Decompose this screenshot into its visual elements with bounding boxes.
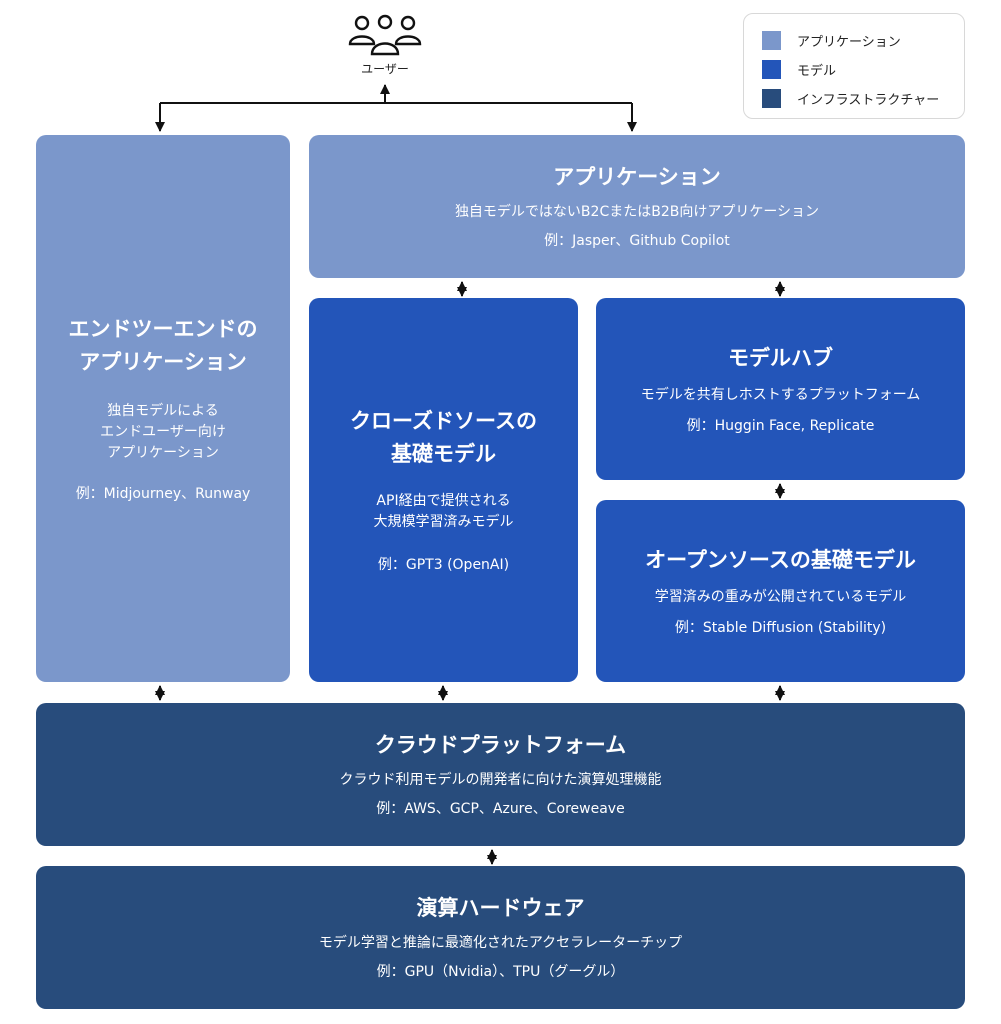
legend-label-application: アプリケーション <box>797 34 901 50</box>
box-title: 演算ハードウェア <box>416 896 585 920</box>
box-description: 独自モデルではないB2CまたはB2B向けアプリケーション <box>454 204 820 220</box>
legend-swatch-model <box>762 59 781 79</box>
box-example: 例：Stable Diffusion (Stability) <box>674 619 887 636</box>
legend-item-infrastructure: インフラストラクチャー <box>762 88 939 108</box>
legend-label-model: モデル <box>797 63 837 79</box>
box-description: モデル学習と推論に最適化されたアクセラレーターチップ <box>318 935 683 951</box>
legend: アプリケーション モデル インフラストラクチャー <box>743 13 965 119</box>
box-title: クローズドソースの 基礎モデル <box>350 408 537 466</box>
box-example: 例：Jasper、Github Copilot <box>544 233 730 249</box>
model-hub-box: モデルハブ モデルを共有しホストするプラットフォーム 例：Huggin Face… <box>596 298 965 480</box>
box-title: オープンソースの基礎モデル <box>645 547 916 572</box>
box-description: API経由で提供される 大規模学習済みモデル <box>373 492 514 530</box>
legend-swatch-application <box>762 30 781 50</box>
box-example: 例：Midjourney、Runway <box>75 485 251 502</box>
users-icon <box>348 14 422 56</box>
box-description: クラウド利用モデルの開発者に向けた演算処理機能 <box>339 772 662 788</box>
box-example: 例：GPU（Nvidia）、TPU（グーグル） <box>376 964 625 980</box>
box-example: 例：Huggin Face, Replicate <box>686 417 875 434</box>
box-description: モデルを共有しホストするプラットフォーム <box>640 386 921 403</box>
box-title: モデルハブ <box>728 345 833 370</box>
box-title: クラウドプラットフォーム <box>374 733 627 757</box>
closed-source-model-box: クローズドソースの 基礎モデル API経由で提供される 大規模学習済みモデル 例… <box>309 298 578 682</box>
box-example: 例：AWS、GCP、Azure、Coreweave <box>376 801 625 817</box>
open-source-model-box: オープンソースの基礎モデル 学習済みの重みが公開されているモデル 例：Stabl… <box>596 500 965 682</box>
legend-item-model: モデル <box>762 59 836 79</box>
box-description: 学習済みの重みが公開されているモデル <box>654 588 907 605</box>
legend-label-infrastructure: インフラストラクチャー <box>797 92 940 108</box>
legend-item-application: アプリケーション <box>762 30 901 50</box>
box-title: アプリケーション <box>553 165 721 189</box>
cloud-platform-box: クラウドプラットフォーム クラウド利用モデルの開発者に向けた演算処理機能 例：A… <box>36 703 965 846</box>
compute-hardware-box: 演算ハードウェア モデル学習と推論に最適化されたアクセラレーターチップ 例：GP… <box>36 866 965 1009</box>
box-example: 例：GPT3 (OpenAI) <box>377 556 510 573</box>
box-title: エンドツーエンドの アプリケーション <box>68 316 258 374</box>
user-label: ユーザー <box>361 62 409 76</box>
legend-swatch-infrastructure <box>762 88 781 108</box>
application-box: アプリケーション 独自モデルではないB2CまたはB2B向けアプリケーション 例：… <box>309 135 965 278</box>
end-to-end-application-box: エンドツーエンドの アプリケーション 独自モデルによる エンドユーザー向け アプ… <box>36 135 290 682</box>
box-description: 独自モデルによる エンドユーザー向け アプリケーション <box>100 402 226 461</box>
